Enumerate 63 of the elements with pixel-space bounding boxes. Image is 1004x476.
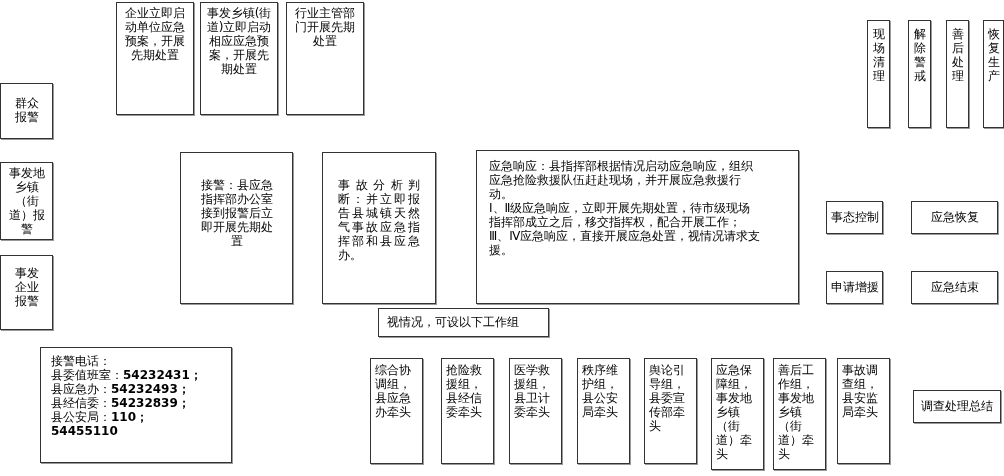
phone-line: 县应急办：54232493；	[51, 382, 190, 396]
step-text: 恢复生产	[986, 27, 1001, 83]
step-text: 现场清理	[871, 27, 886, 83]
step-box	[908, 20, 931, 128]
status-box	[826, 271, 883, 304]
group-text: 抢险救援组，县经信委牵头	[446, 363, 483, 419]
phone-line: 县经信委：54232839；	[51, 396, 190, 410]
step-text: 解除警戒	[912, 27, 927, 83]
report-text: 事发地乡镇（街道）报警	[7, 166, 46, 236]
group-text: 医学救援组，县卫计委牵头	[514, 363, 551, 419]
report-box	[0, 83, 53, 139]
process-box	[180, 152, 293, 304]
summary-text: 调查处理总结	[921, 399, 993, 413]
phone-line: 接警电话：	[51, 354, 111, 368]
step-text: 善后处理	[950, 27, 965, 83]
note-text: 视情况，可设以下工作组	[387, 315, 519, 329]
summary-box	[913, 390, 1001, 423]
step-box	[867, 20, 890, 128]
step-box	[946, 20, 969, 128]
report-box	[0, 255, 53, 330]
group-box	[441, 358, 494, 464]
note-box	[378, 308, 549, 337]
group-text: 舆论引导组，县委宣传部牵头	[649, 363, 686, 433]
group-box	[577, 358, 630, 464]
group-box	[644, 358, 697, 464]
report-text: 事发企业报警	[13, 266, 40, 308]
group-box	[773, 358, 826, 470]
phone-list-box	[40, 347, 232, 463]
step-box	[983, 20, 1004, 128]
process-text: 接警：县应急指挥部办公室接到报警后立即开展先期处置	[199, 178, 274, 248]
status-text: 事态控制	[830, 210, 879, 224]
group-box	[711, 358, 764, 470]
action-text: 事发乡镇(街道)立即启动相应应急预案，开展先期处置	[205, 6, 273, 76]
status-text: 申请增援	[830, 280, 879, 294]
group-text: 事故调查组，县安监局牵头	[842, 363, 879, 419]
group-text: 综合协调组，县应急办牵头	[375, 363, 412, 419]
response-box	[476, 150, 799, 304]
status-text: 应急恢复	[930, 210, 979, 224]
group-text: 善后工作组，事发地乡镇（街道）牵头	[778, 363, 815, 461]
action-box	[116, 2, 194, 115]
response-paragraph: 应急响应：县指挥部根据情况启动应急响应，组织应急抢险救援队伍赶赴现场，并开展应急救援行动。	[489, 159, 754, 201]
action-text: 行业主管部门开展先期处置	[294, 6, 356, 48]
group-text: 应急保障组，事发地乡镇（街道）牵头	[716, 363, 753, 461]
action-box	[286, 2, 364, 115]
response-paragraph: Ⅲ、Ⅳ应急响应，直接开展应急处置，视情况请求支援。	[489, 229, 762, 257]
phone-line: 县公安局：110；	[51, 410, 149, 424]
status-box	[826, 201, 883, 234]
status-box	[911, 271, 998, 304]
status-text: 应急结束	[930, 280, 979, 294]
group-box	[509, 358, 562, 464]
status-box	[911, 201, 998, 234]
response-paragraph: Ⅰ、Ⅱ级应急响应，立即开展先期处置，待市级现场指挥部成立之后，移交指挥权，配合开展工作；	[489, 201, 752, 229]
report-box	[0, 162, 53, 240]
group-box	[837, 358, 890, 464]
process-box	[322, 152, 436, 304]
group-box	[370, 358, 423, 464]
group-text: 秩序维护组，县公安局牵头	[582, 363, 619, 419]
action-box	[200, 2, 278, 115]
action-text: 企业立即启动单位应急预案，开展先期处置	[124, 6, 186, 62]
phone-line: 县委值班室：54232431；	[51, 368, 202, 382]
process-text: 事故分析判断：并立即报告县城镇天然气事故应急指挥部和县应急办。	[338, 178, 420, 262]
report-text: 群众报警	[13, 96, 40, 124]
phone-line: 54455110	[51, 424, 118, 438]
